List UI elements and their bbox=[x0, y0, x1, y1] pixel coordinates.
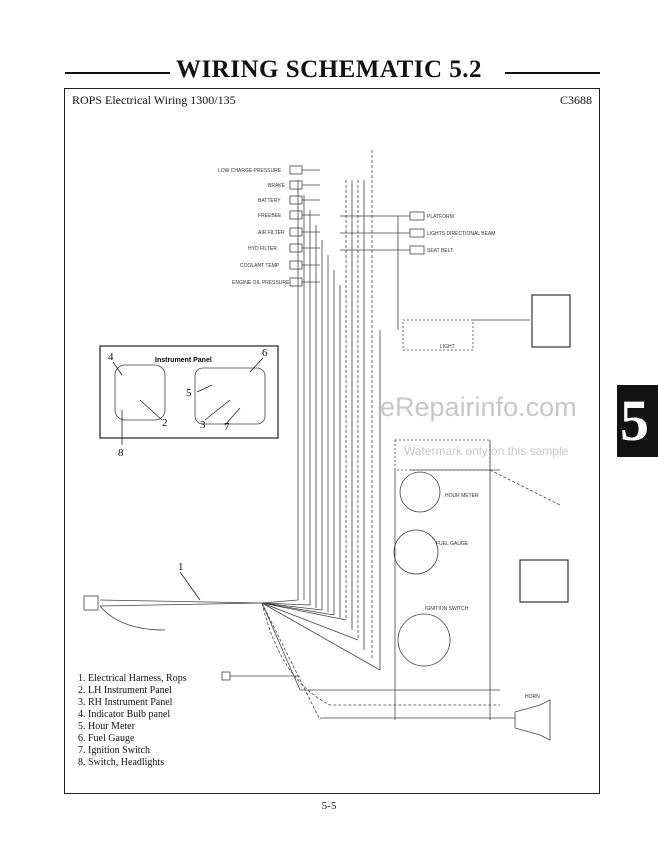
sensor-label-coolant-temp: COOLANT TEMP bbox=[240, 263, 280, 269]
header-rule-left bbox=[65, 72, 170, 74]
legend-item: 4. Indicator Bulb panel bbox=[78, 709, 171, 720]
sensor-label-low-charge-pressure: LOW CHARGE PRESSURE bbox=[218, 168, 282, 174]
diagram-code: C3688 bbox=[559, 93, 592, 107]
horn-label: HORN bbox=[525, 694, 540, 700]
page-number: 5-5 bbox=[321, 800, 337, 812]
sensor-label-brake: BRAKE bbox=[268, 183, 286, 189]
watermark: eRepairinfo.com bbox=[380, 392, 577, 422]
fuel-gauge-label: FUEL GAUGE bbox=[436, 541, 469, 547]
section-tab: 5 bbox=[617, 385, 658, 457]
sensor-label-hyd-filter: HYD FILTER bbox=[248, 246, 277, 252]
callout-2: 2 bbox=[162, 417, 168, 429]
watermark-subtext: Watermark only on this sample bbox=[404, 444, 569, 458]
callout-5: 5 bbox=[186, 387, 192, 399]
callout-1: 1 bbox=[178, 561, 184, 573]
right-sensor-lights: LIGHTS DIRECTIONAL BEAM bbox=[427, 231, 495, 237]
ignition-switch-label: IGNITION SWITCH bbox=[425, 606, 469, 612]
legend: 1. Electrical Harness, Rops 2. LH Instru… bbox=[78, 673, 187, 769]
callout-4: 4 bbox=[108, 351, 114, 363]
legend-item: 8. Switch, Headlights bbox=[78, 757, 165, 768]
right-sensor-seat-belt: SEAT BELT bbox=[427, 248, 453, 254]
legend-item: 3. RH Instrument Panel bbox=[78, 697, 173, 708]
right-sensor-platform: PLATFORM bbox=[427, 214, 454, 220]
sensor-label-air-filter: AIR FILTER bbox=[258, 230, 285, 236]
page-title: WIRING SCHEMATIC 5.2 bbox=[175, 56, 483, 83]
diagram-title: ROPS Electrical Wiring 1300/135 bbox=[72, 93, 236, 107]
callout-7: 7 bbox=[224, 421, 230, 433]
instrument-panel-title: Instrument Panel bbox=[155, 357, 212, 364]
hour-meter-label: HOUR METER bbox=[445, 493, 479, 499]
header-rule-right bbox=[505, 72, 600, 74]
legend-item: 5. Hour Meter bbox=[78, 721, 135, 732]
diagram-frame bbox=[64, 88, 600, 794]
callout-8: 8 bbox=[118, 447, 124, 459]
legend-item: 1. Electrical Harness, Rops bbox=[78, 673, 187, 684]
sensor-label-engine-oil-pressure: ENGINE OIL PRESSURE bbox=[232, 280, 290, 286]
legend-item: 7. Ignition Switch bbox=[78, 745, 150, 756]
sensor-label-freebee: FREEBEE bbox=[258, 213, 282, 219]
callout-3: 3 bbox=[200, 419, 206, 431]
sensor-label-battery: BATTERY bbox=[258, 198, 281, 204]
callout-6: 6 bbox=[262, 347, 268, 359]
legend-item: 6. Fuel Gauge bbox=[78, 733, 135, 744]
legend-item: 2. LH Instrument Panel bbox=[78, 685, 172, 696]
section-tab-number: 5 bbox=[620, 388, 649, 453]
light-label: LIGHT bbox=[440, 344, 455, 350]
